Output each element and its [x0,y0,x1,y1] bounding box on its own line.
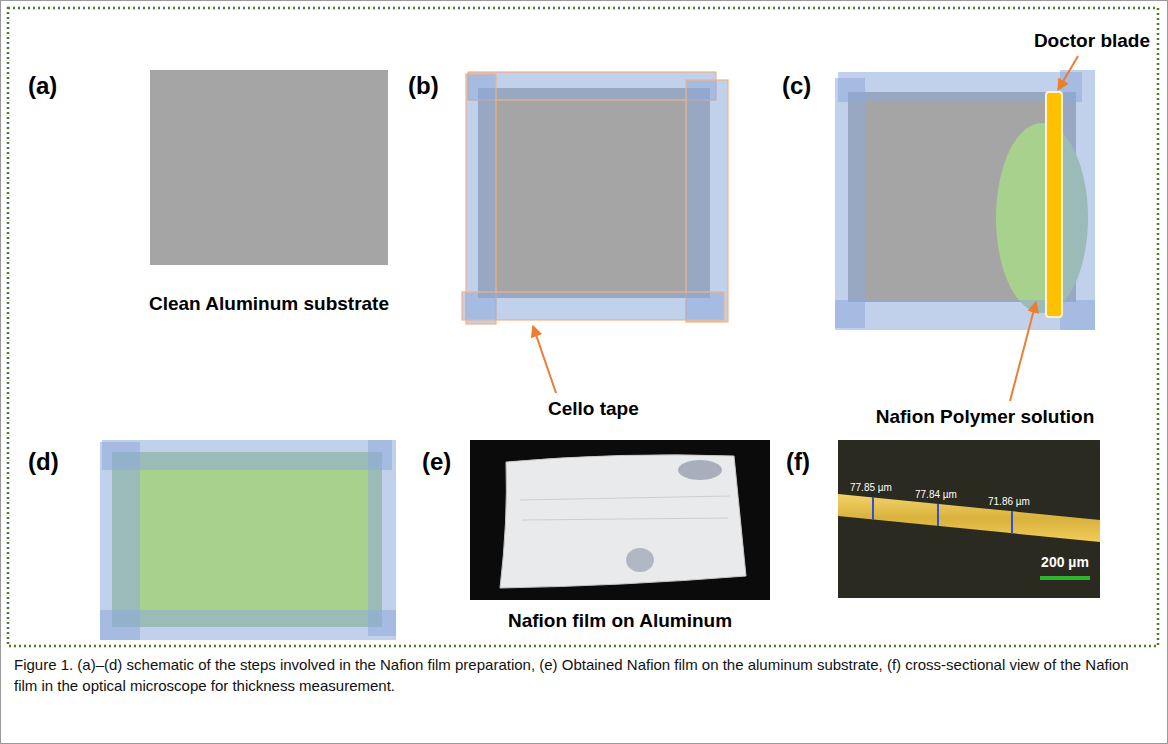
coated-substrate [100,440,396,640]
panel-letter: (d) [28,448,59,476]
scale-bar-label: 200 µm [1041,554,1089,570]
coating-step [835,70,1095,330]
panel-caption: Nafion film on Aluminum [508,610,732,632]
panel-letter: (b) [408,72,439,100]
panel-caption: Cello tape [548,398,639,420]
panel-caption: Nafion Polymer solution [876,406,1095,428]
panel-letter: (a) [28,72,57,100]
figure-caption: Figure 1. (a)–(d) schematic of the steps… [14,654,1154,696]
thickness-value: 71.86 µm [988,496,1030,507]
panel-letter: (c) [782,72,811,100]
leader-arrow [1010,302,1036,401]
aluminum-substrate [150,70,388,265]
micrograph [838,440,1100,598]
taped-substrate [462,72,728,324]
film-photo [470,440,770,600]
dotted-frame [8,8,1158,646]
panel-letter: (f) [786,448,810,476]
thickness-value: 77.84 µm [915,489,957,500]
panel-letter: (e) [422,448,451,476]
thickness-value: 77.85 µm [850,482,892,493]
panel-caption: Doctor blade [1034,30,1150,52]
panel-caption: Clean Aluminum substrate [149,293,389,315]
leader-arrow [533,326,556,393]
leader-arrow [1058,56,1078,90]
